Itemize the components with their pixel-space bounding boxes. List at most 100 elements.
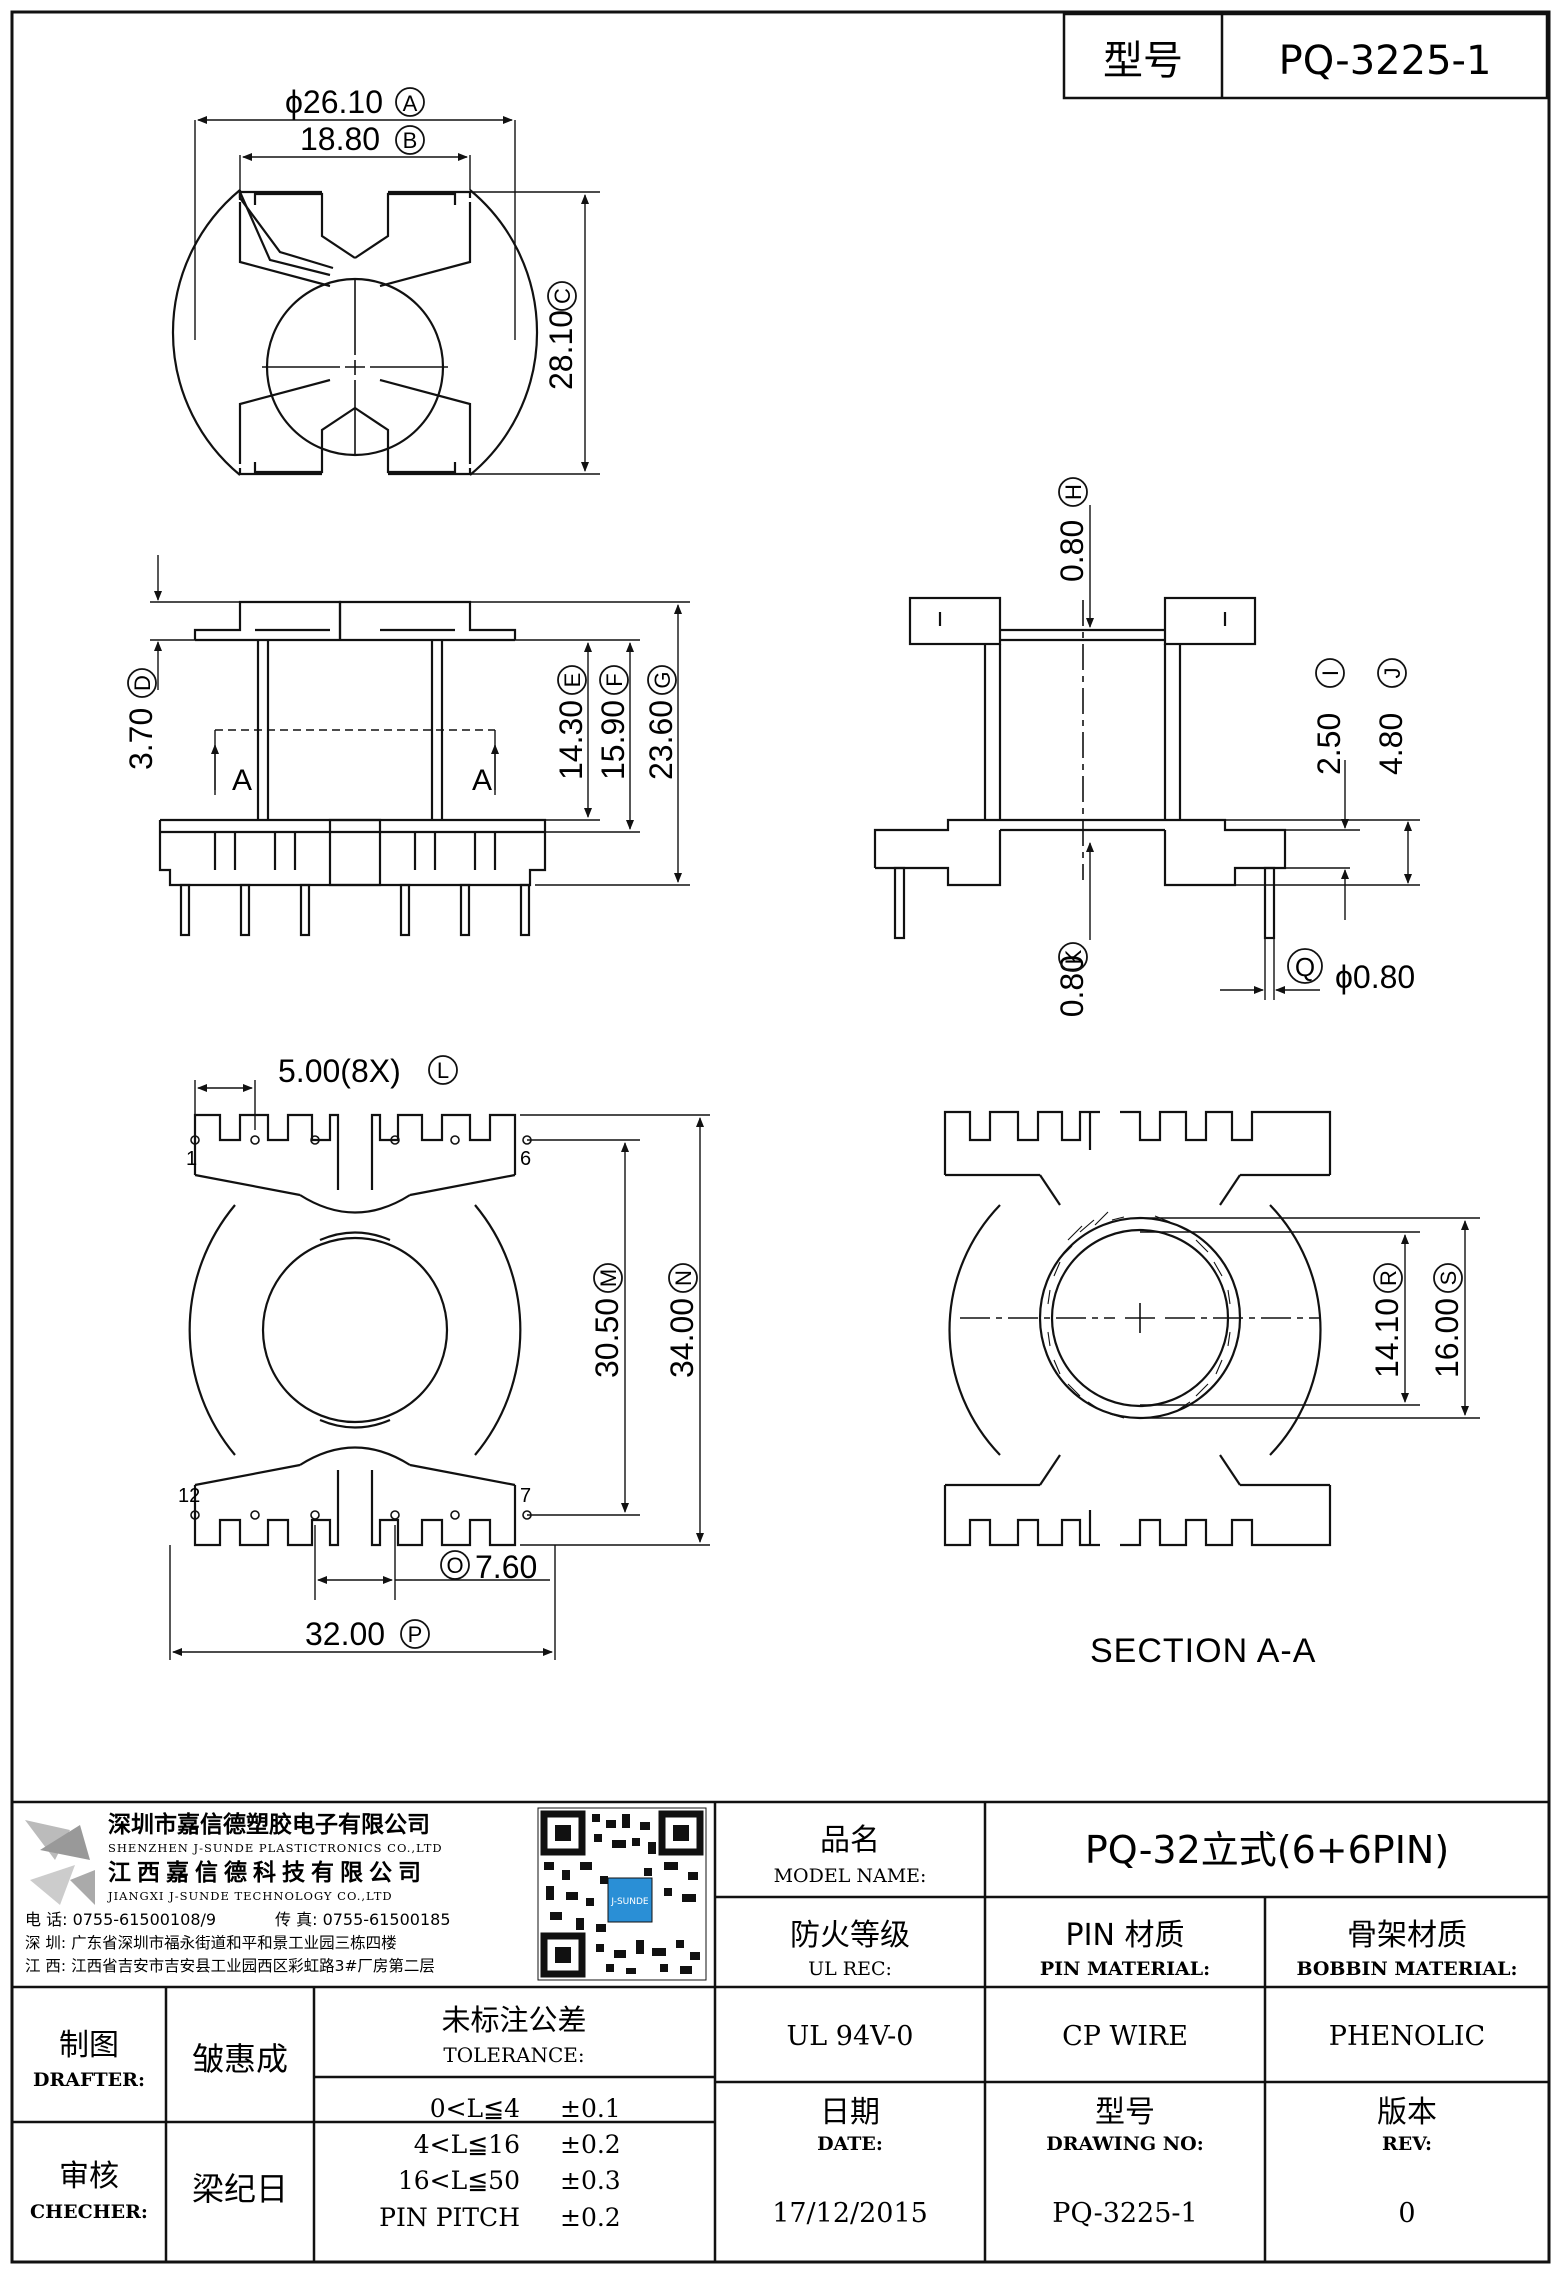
dim-f: 15.90 F [595, 665, 631, 780]
tolerance-value: ±0.2 [560, 2130, 621, 2159]
bobbin-material-value: PHENOLIC [1329, 2021, 1485, 2052]
ul-label-cn: 防火等级 [790, 1918, 910, 1953]
right-side-dims [1086, 505, 1420, 1000]
svg-text:15.90: 15.90 [595, 700, 631, 780]
side-view-dims [150, 555, 690, 886]
svg-text:14.30: 14.30 [553, 700, 589, 780]
svg-text:0.80: 0.80 [1054, 520, 1090, 582]
drawing-no-label-en: DRAWING NO: [1046, 2133, 1203, 2155]
checker-label-cn: 审核 [59, 2159, 119, 2194]
top-view-dims [194, 116, 600, 475]
svg-text:O: O [446, 1553, 463, 1578]
svg-text:N: N [671, 1270, 696, 1286]
svg-text:28.10: 28.10 [543, 310, 579, 390]
company-fax: 传 真: 0755-61500185 [275, 1910, 451, 1929]
company-name-cn-2: 江西嘉信德科技有限公司 [108, 1859, 427, 1886]
pin-label-1: 1 [186, 1148, 197, 1170]
model-name-label-en: MODEL NAME: [774, 1865, 927, 1887]
svg-text:D: D [130, 675, 155, 691]
svg-text:34.00: 34.00 [664, 1298, 700, 1378]
tolerance-table: 0<L≦4 ±0.1 4<L≦16 ±0.2 16<L≦50 ±0.3 PIN … [379, 2094, 621, 2232]
company-phone: 电 话: 0755-61500108/9 [25, 1910, 216, 1929]
dim-c: 28.10 C [543, 281, 579, 390]
svg-text:4.80: 4.80 [1373, 713, 1409, 775]
bobbin-material-label-cn: 骨架材质 [1347, 1918, 1467, 1953]
right-side-view [873, 596, 1287, 940]
svg-text:L: L [437, 1058, 449, 1083]
model-name-label-cn: 品名 [820, 1823, 880, 1858]
ul-label-en: UL REC: [808, 1958, 892, 1980]
dim-b-mark: B [395, 125, 425, 155]
dim-k: 0.80 K [1054, 942, 1090, 1017]
dim-d: 3.70 D [123, 668, 159, 770]
side-view-section-line [211, 729, 499, 795]
dim-h: 0.80 H [1054, 477, 1090, 582]
dim-n: 34.00 N [664, 1263, 700, 1378]
section-dims [1140, 1217, 1480, 1419]
tolerance-range: 4<L≦16 [414, 2130, 520, 2159]
section-view [943, 1110, 1332, 1547]
tolerance-value: ±0.2 [560, 2203, 621, 2232]
svg-text:M: M [596, 1269, 621, 1287]
dim-p: 32.00 P [305, 1616, 430, 1652]
date-value: 17/12/2015 [772, 2198, 928, 2229]
pin-material-label-cn: PIN 材质 [1066, 1918, 1185, 1953]
side-view [158, 600, 547, 937]
checker-name: 梁纪日 [192, 2170, 288, 2208]
svg-text:G: G [650, 671, 675, 688]
dim-a-value: ϕ26.10 [285, 84, 383, 120]
section-arrow-left: A [232, 764, 252, 797]
tolerance-value: ±0.3 [560, 2166, 621, 2195]
dim-l: 5.00(8X) L [278, 1053, 458, 1089]
svg-text:14.10: 14.10 [1369, 1298, 1405, 1378]
svg-text:B: B [403, 128, 418, 153]
date-label-cn: 日期 [820, 2095, 880, 2130]
rev-label-en: REV: [1382, 2133, 1432, 2155]
drawing-no-value: PQ-3225-1 [1052, 2198, 1197, 2229]
drawing-border [10, 10, 1551, 2264]
company-name-en-2: JIANGXI J-SUNDE TECHNOLOGY CO.,LTD [107, 1889, 393, 1903]
dim-o: O 7.60 [440, 1549, 537, 1585]
top-model-value: PQ-3225-1 [1279, 38, 1492, 84]
svg-text:30.50: 30.50 [589, 1298, 625, 1378]
svg-text:ϕ0.80: ϕ0.80 [1335, 959, 1415, 995]
svg-text:E: E [560, 673, 585, 688]
svg-text:5.00(8X): 5.00(8X) [278, 1053, 401, 1089]
svg-text:R: R [1376, 1270, 1401, 1286]
svg-text:K: K [1061, 949, 1086, 964]
dim-m: 30.50 M [589, 1263, 625, 1378]
section-label: SECTION A-A [1090, 1632, 1316, 1670]
dim-j: 4.80 J [1373, 658, 1409, 775]
date-label-en: DATE: [817, 2133, 883, 2155]
svg-text:H: H [1061, 484, 1086, 500]
svg-text:32.00: 32.00 [305, 1616, 385, 1652]
svg-text:16.00: 16.00 [1429, 1298, 1465, 1378]
company-logo [25, 1820, 95, 1905]
svg-text:3.70: 3.70 [123, 708, 159, 770]
pin-material-value: CP WIRE [1062, 2021, 1188, 2052]
tolerance-value: ±0.1 [560, 2094, 621, 2123]
dim-a-mark: A [395, 87, 425, 117]
svg-text:Q: Q [1295, 952, 1315, 982]
dim-g: 23.60 G [643, 665, 679, 780]
section-centerlines [960, 1303, 1320, 1333]
dim-i: 2.50 I [1311, 658, 1347, 775]
svg-text:A: A [403, 91, 418, 116]
pin-material-label-en: PIN MATERIAL: [1040, 1958, 1210, 1980]
drafter-name: 皱惠成 [192, 2040, 288, 2078]
top-view [171, 189, 539, 476]
top-view-centerlines [262, 280, 448, 455]
section-hatch [1047, 1211, 1231, 1419]
svg-text:J: J [1380, 668, 1405, 679]
dim-q: Q ϕ0.80 [1287, 948, 1415, 995]
bobbin-material-label-en: BOBBIN MATERIAL: [1296, 1958, 1517, 1980]
company-address-sz: 深 圳: 广东省深圳市福永街道和平和景工业园三栋四楼 [25, 1934, 397, 1952]
svg-text:P: P [408, 1622, 423, 1647]
tolerance-range: 16<L≦50 [398, 2166, 520, 2195]
tolerance-range: 0<L≦4 [430, 2094, 520, 2123]
svg-text:F: F [602, 673, 627, 686]
pin-label-6: 6 [520, 1148, 531, 1170]
pin-label-7: 7 [520, 1485, 531, 1507]
qr-code-icon: J-SUNDE [537, 1807, 707, 1981]
company-address-jx: 江 西: 江西省吉安市吉安县工业园西区彩虹路3#厂房第二层 [25, 1957, 435, 1975]
